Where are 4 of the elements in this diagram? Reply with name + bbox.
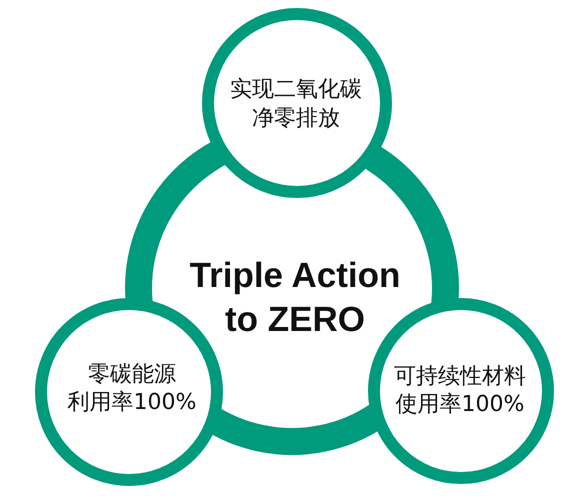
goal-text: 实现二氧化碳净零排放 (230, 76, 362, 133)
goal-text: 可持续性材料使用率100% (394, 363, 526, 419)
center-title: Triple Action to ZERO (190, 255, 400, 341)
goal-text: 零碳能源利用率100% (68, 361, 196, 417)
